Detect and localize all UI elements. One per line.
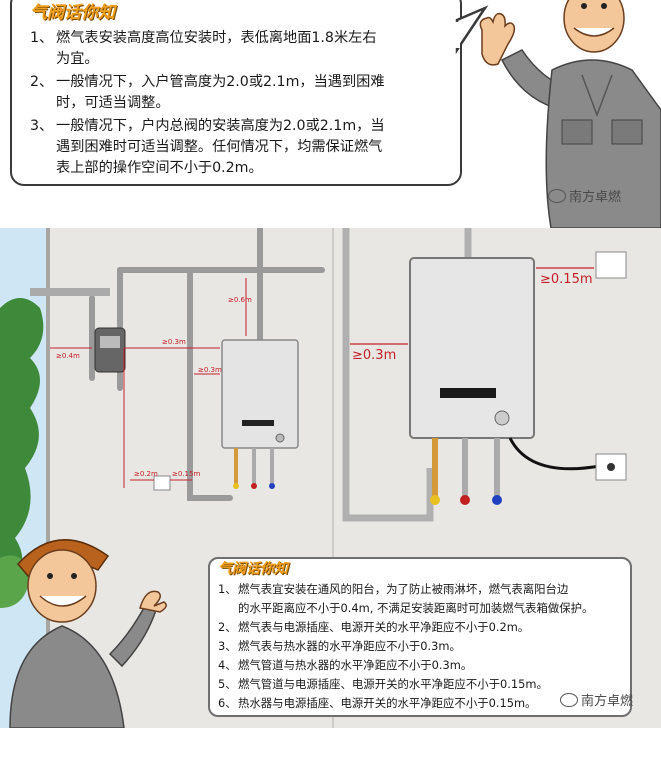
rule-number: 6、 [218, 696, 237, 710]
dim-label: ≥0.2m [134, 470, 158, 478]
rule-text: 表上部的操作空间不小于0.2m。 [56, 160, 263, 176]
tips-bubble-bottom [208, 557, 632, 717]
rule-text: 一般情况下，户内总阀的安装高度为2.0或2.1m，当 [56, 118, 385, 134]
worker-illustration-top [479, 0, 661, 228]
watermark-text: 南方卓燃 [569, 190, 622, 205]
rule-number: 1、 [30, 30, 54, 46]
rule-text: 的水平距离应不小于0.4m, 不满足安装距离时可加装燃气表箱做保护。 [238, 601, 594, 615]
rule-text: 热水器与电源插座、电源开关的水平净距应不小于0.15m。 [238, 696, 537, 710]
rule-text: 燃气表与热水器的水平净距应不小于0.3m。 [238, 639, 461, 653]
dim-label: ≥0.15m [172, 470, 201, 478]
rule-text: 燃气管道与电源插座、电源开关的水平净距应不小于0.15m。 [238, 677, 548, 691]
worker-illustration-bottom [9, 539, 167, 728]
rule-number: 3、 [218, 639, 237, 653]
diagram-drawing [0, 228, 627, 728]
top-rules-list: 1、 燃气表安装高度高位安装时，表低离地面1.8米左右 为宜。 2、 一般情况下… [30, 28, 450, 178]
dim-label: ≥0.3m [352, 348, 397, 363]
dim-label: ≥0.3m [162, 338, 186, 346]
dim-label: ≥0.3m [198, 366, 222, 374]
rule-text: 燃气表宜安装在通风的阳台，为了防止被雨淋坏，燃气表离阳台边 [238, 582, 569, 596]
rule-number: 2、 [30, 74, 54, 90]
dim-label: ≥0.6m [228, 296, 252, 304]
rule-text: 遇到困难时可适当调整。任何情况下，均需保证燃气 [56, 139, 383, 155]
wechat-icon [548, 188, 566, 203]
rule-number: 5、 [218, 677, 237, 691]
tips-title-top: 气阀话你知 [30, 3, 115, 23]
rule-number: 4、 [218, 658, 237, 672]
tips-bubble-top [10, 0, 462, 186]
dim-label: ≥0.4m [56, 352, 80, 360]
bubble-tail [455, 5, 489, 55]
rule-text: 燃气管道与热水器的水平净距应不小于0.3m。 [238, 658, 473, 672]
rule-text: 燃气表安装高度高位安装时，表低离地面1.8米左右 [56, 30, 377, 46]
rule-text: 为宜。 [56, 51, 99, 67]
dim-label: ≥0.15m [540, 272, 593, 287]
watermark-bottom: 南方卓燃 [560, 690, 633, 709]
rule-text: 一般情况下，入户管高度为2.0或2.1m，当遇到困难 [56, 74, 385, 90]
rule-text: 燃气表与电源插座、电源开关的水平净距应不小于0.2m。 [238, 620, 530, 634]
tips-title-bottom: 气阀话你知 [218, 561, 288, 577]
wechat-icon [560, 692, 578, 707]
rule-number: 3、 [30, 118, 54, 134]
watermark-text: 南方卓燃 [581, 694, 634, 709]
rule-number: 1、 [218, 582, 237, 596]
bottom-rules-list: 1、 燃气表宜安装在通风的阳台，为了防止被雨淋坏，燃气表离阳台边 的水平距离应不… [218, 580, 628, 710]
rule-text: 时，可适当调整。 [56, 95, 170, 111]
rule-number: 2、 [218, 620, 237, 634]
watermark-top: 南方卓燃 [548, 186, 621, 205]
